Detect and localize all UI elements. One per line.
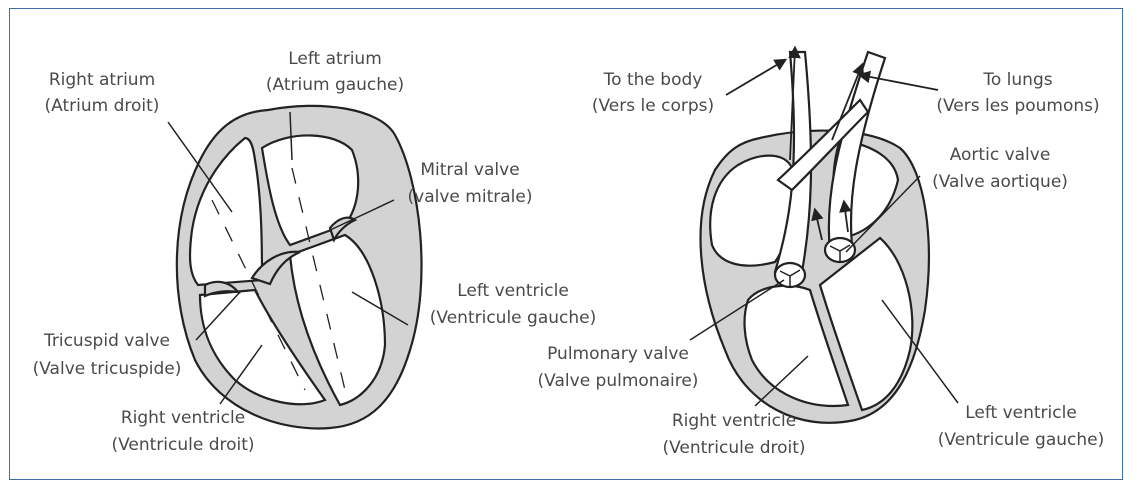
label-pulmonary-valve: Pulmonary valve(Valve pulmonaire) <box>538 344 699 391</box>
label-tricuspid-valve: Tricuspid valve(Valve tricuspide) <box>33 331 182 379</box>
label-right-ventricle-right: Right ventricle(Ventricule droit) <box>662 411 805 458</box>
left-heart-diagram <box>168 106 422 429</box>
label-left-ventricle-right: Left ventricle(Ventricule gauche) <box>938 403 1104 450</box>
label-right-atrium: Right atrium(Atrium droit) <box>45 70 160 116</box>
leader-arrow-to-body <box>726 60 785 95</box>
right-heart-diagram <box>690 48 958 423</box>
label-aortic-valve: Aortic valve(Valve aortique) <box>932 145 1068 192</box>
label-left-ventricle-left: Left ventricle(Ventricule gauche) <box>430 281 596 328</box>
label-mitral-valve: Mitral valve(valve mitrale) <box>408 160 533 207</box>
label-left-atrium: Left atrium(Atrium gauche) <box>266 49 404 95</box>
label-to-lungs: To lungs(Vers les poumons) <box>936 70 1099 116</box>
label-right-ventricle-left: Right ventricle(Ventricule droit) <box>111 408 254 455</box>
label-to-body: To the body(Vers le corps) <box>592 70 714 116</box>
